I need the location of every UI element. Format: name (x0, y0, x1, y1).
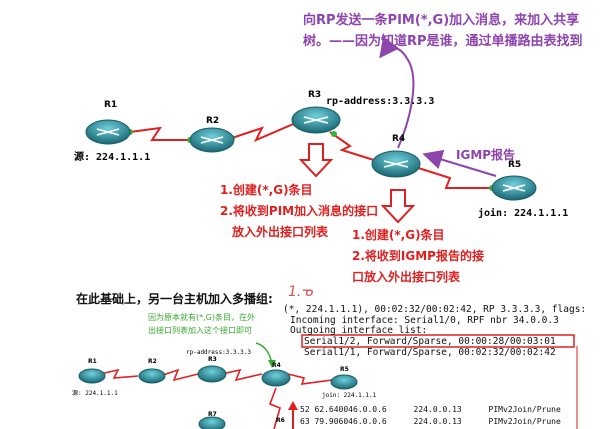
join-message-arrow (379, 36, 415, 149)
link-r3-r4 (329, 131, 381, 163)
small-label-r6: R6 (276, 417, 285, 424)
packet-proto: PIMv2 (488, 417, 513, 426)
r3-down-arrow (298, 143, 334, 178)
router-r3 (291, 106, 341, 134)
bottom-heading: 在此基础上，另一台主机加入多播组: (76, 292, 273, 306)
router-label-r1: R1 (104, 100, 118, 110)
small-label-r7: R7 (208, 411, 217, 418)
cli-line-4: Serial1/2, Forward/Sparse, 00:00:28/00:0… (304, 336, 556, 347)
highlight-box (301, 334, 575, 348)
router-r2 (189, 127, 235, 153)
packet-info: Join/Prune (512, 417, 561, 426)
top-note-line2: 树。——因为知道RP是谁，通过单播路由表找到 (303, 34, 583, 49)
cli-line-1: (*, 224.1.1.1), 00:02:32/00:02:42, RP 3.… (283, 304, 587, 315)
small-router-r3 (197, 365, 227, 383)
packet-dst: 224.0.0.13 (413, 417, 462, 426)
packet-time: 79.906046.0.0.6 (314, 417, 387, 426)
router-r5 (491, 175, 537, 201)
packet-row-2: 63 79.906046.0.0.6 224.0.0.13 PIMv2Join/… (300, 417, 561, 426)
router-label-r3: R3 (308, 90, 322, 100)
small-rp-label: rp-address:3.3.3.3 (186, 349, 252, 356)
r3-note-2: 2.将收到PIM加入消息的接口 (220, 204, 379, 218)
link-r1-r2 (129, 126, 190, 141)
small-router-r7 (198, 416, 226, 429)
small-router-r4 (261, 369, 291, 387)
handwriting-mark: 1.ᓀ (288, 284, 314, 300)
router-label-r2: R2 (206, 116, 220, 126)
link-r4-r5 (411, 165, 492, 189)
igmp-arrow (422, 149, 497, 177)
link-r2-r3 (231, 121, 299, 142)
small-label-r3: R3 (208, 356, 217, 363)
small-join-label: join: 224.1.1.1 (322, 392, 377, 399)
r4-note-2: 2.将收到IGMP报告的接 (352, 249, 484, 263)
small-label-r1: R1 (88, 358, 97, 365)
small-links (99, 368, 333, 429)
router-r4 (371, 150, 421, 178)
green-note-2: 出接口列表加入这个接口即可 (148, 326, 252, 335)
cli-line-3: Outgoing interface list: (290, 325, 428, 336)
igmp-report-label: IGMP报告 (456, 148, 516, 162)
join-label: join: 224.1.1.1 (478, 208, 569, 219)
small-router-r1 (78, 368, 106, 384)
packet-info: Join/Prune (512, 405, 561, 414)
packet-dst: 224.0.0.13 (413, 405, 462, 414)
small-router-r2 (138, 368, 166, 384)
small-label-r4: R4 (272, 362, 281, 369)
r4-note-3: 口放入外出接口列表 (352, 270, 461, 284)
packet-no: 52 (300, 405, 310, 414)
packet-no: 63 (300, 417, 310, 426)
router-label-r4: R4 (392, 134, 406, 144)
packet-row-1: 52 62.640046.0.0.6 224.0.0.13 PIMv2Join/… (300, 405, 561, 414)
source-label: 源: 224.1.1.1 (74, 152, 151, 163)
r3-note-1: 1.创建(*,G)条目 (220, 183, 313, 197)
small-source-label: 源: 224.1.1.1 (72, 390, 118, 397)
small-router-r5 (330, 374, 358, 390)
router-label-r5: R5 (508, 160, 522, 170)
router-r1 (85, 119, 131, 145)
top-note-line1: 向RP发送一条PIM(*,G)加入消息，来加入共享 (303, 13, 580, 28)
r4-down-arrow (380, 189, 416, 224)
small-label-r5: R5 (340, 366, 349, 373)
cli-line-2: Incoming interface: Serial1/0, RPF nbr 3… (290, 315, 559, 326)
r4-note-1: 1.创建(*,G)条目 (352, 228, 445, 242)
packet-proto: PIMv2 (488, 405, 513, 414)
packet-time: 62.640046.0.0.6 (314, 405, 387, 414)
cli-line-5: Serial1/1, Forward/Sparse, 00:02:32/00:0… (304, 347, 556, 358)
green-note-1: 因为原本就有(*,G)条目，在外 (148, 313, 255, 322)
rp-address-label: rp-address:3.3.3.3 (326, 96, 435, 107)
small-label-r2: R2 (148, 358, 157, 365)
r3-note-3: 放入外出接口列表 (232, 225, 329, 239)
